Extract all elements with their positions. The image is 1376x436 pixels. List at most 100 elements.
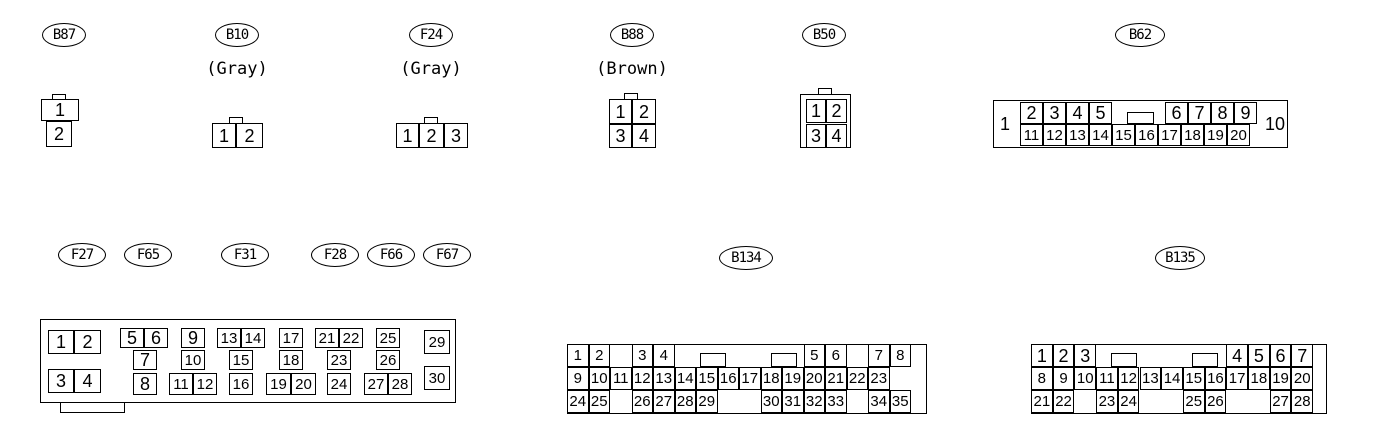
connector-pin: 5 [120, 328, 144, 348]
connector-pin: 1 [212, 123, 236, 148]
connector-pin: 14 [1161, 367, 1183, 390]
connector-pin: 20 [291, 373, 316, 395]
connector-pin: 1 [48, 330, 74, 354]
connector-pin: 11 [1020, 124, 1043, 146]
connector-color-label: (Gray) [206, 59, 268, 79]
connector-pin: 27 [653, 390, 675, 413]
connector-pin: 5 [1248, 344, 1270, 367]
connector-pin: 23 [868, 367, 890, 390]
connector-pin: 2 [632, 99, 656, 124]
connector-pin: 16 [717, 367, 739, 390]
connector-pin: 2 [1020, 102, 1043, 124]
connector-pin: 3 [1074, 344, 1097, 367]
connector-pin: 1 [396, 123, 419, 148]
connector-pin: 19 [1204, 124, 1227, 146]
connector-pin: 12 [1117, 367, 1140, 390]
connector-pin: 2 [588, 344, 610, 367]
connector-pin: 16 [1204, 367, 1227, 390]
connector-pin: 13 [217, 328, 241, 348]
connector-pin: 22 [339, 328, 363, 348]
connector-pin: 16 [229, 373, 253, 395]
connector-pin: 3 [806, 124, 826, 148]
connector-pin: 20 [803, 367, 825, 390]
connector-pin: 1 [1031, 344, 1053, 367]
connector-pin: 14 [674, 367, 696, 390]
connector-pin: 7 [868, 344, 890, 367]
connector-pin: 29 [696, 390, 718, 413]
connector-pin: 33 [825, 390, 847, 413]
connector-pin: 15 [229, 350, 253, 370]
connector-pin: 1 [806, 99, 826, 123]
connector-pin: 8 [1031, 367, 1053, 390]
connector-pin: 10 [588, 367, 610, 390]
connector-pin: 11 [610, 367, 632, 390]
connector-pin: 28 [674, 390, 696, 413]
connector-pin: 28 [388, 373, 412, 395]
connector-pin: 2 [74, 330, 101, 354]
connector-pin: 6 [825, 344, 847, 367]
connector-pin: 14 [241, 328, 265, 348]
connector-pin: 17 [279, 328, 303, 348]
connector-pin: 21 [825, 367, 847, 390]
connector-pin: 4 [1066, 102, 1089, 124]
connector-pin: 18 [279, 350, 303, 370]
connector-pin: 18 [1181, 124, 1204, 146]
connector-pin: 10 [1264, 114, 1286, 134]
connector-pin: 7 [1188, 102, 1211, 124]
connector-label: F27 [58, 243, 106, 267]
connector-pin: 15 [1182, 367, 1205, 390]
connector-pin: 6 [144, 328, 168, 348]
connector-color-label: (Gray) [400, 59, 462, 79]
connector-pin: 28 [1291, 390, 1314, 413]
connector-pin: 7 [1291, 344, 1314, 367]
connector-pin: 10 [1074, 367, 1097, 390]
connector-latch [1127, 112, 1154, 124]
connector-label: B134 [719, 246, 773, 270]
connector-pin: 34 [868, 390, 890, 413]
connector-label: F65 [124, 243, 172, 267]
connector-pin: 22 [1052, 390, 1075, 413]
connector-pin: 24 [1117, 390, 1140, 413]
connector-pin: 4 [1226, 344, 1248, 367]
connector-pin: 19 [1269, 367, 1292, 390]
connector-pin: 4 [74, 369, 101, 393]
connector-label: B87 [42, 23, 86, 47]
connector-pin: 3 [48, 369, 74, 393]
connector-pin: 22 [846, 367, 868, 390]
connector-latch [1191, 353, 1218, 367]
connector-pin: 20 [1227, 124, 1250, 146]
connector-pin: 6 [1269, 344, 1292, 367]
connector-pin: 9 [181, 328, 205, 348]
connector-pin: 9 [1052, 367, 1075, 390]
connector-pin: 8 [1211, 102, 1234, 124]
connector-latch [1111, 353, 1138, 367]
connector-pin: 19 [782, 367, 804, 390]
connector-pin: 18 [760, 367, 782, 390]
connector-label: F24 [409, 23, 453, 47]
connector-pin: 35 [889, 390, 911, 413]
connector-pin: 23 [1096, 390, 1118, 413]
connector-pin: 27 [364, 373, 388, 395]
connector-pin: 10 [181, 350, 205, 370]
connector-label: B10 [215, 23, 259, 47]
connector-pin: 2 [46, 121, 72, 147]
connector-pin: 11 [169, 373, 193, 395]
connector-pin: 7 [133, 350, 157, 370]
connector-pin: 31 [782, 390, 804, 413]
connector-pin: 13 [1139, 367, 1162, 390]
connector-pin: 1 [567, 344, 589, 367]
connector-pin: 4 [826, 124, 847, 148]
connector-pin: 19 [266, 373, 291, 395]
connector-pin: 3 [1043, 102, 1066, 124]
connector-pin: 1 [41, 99, 79, 121]
connector-pin: 1 [999, 114, 1010, 134]
connector-pin: 2 [236, 123, 263, 148]
connector-pin: 29 [424, 330, 450, 354]
connector-pin: 26 [631, 390, 653, 413]
connector-pin: 14 [1089, 124, 1112, 146]
connector-pin: 15 [696, 367, 718, 390]
connector-pin: 2 [419, 123, 444, 148]
connector-pin: 9 [1234, 102, 1257, 124]
connector-label: F28 [311, 243, 359, 267]
